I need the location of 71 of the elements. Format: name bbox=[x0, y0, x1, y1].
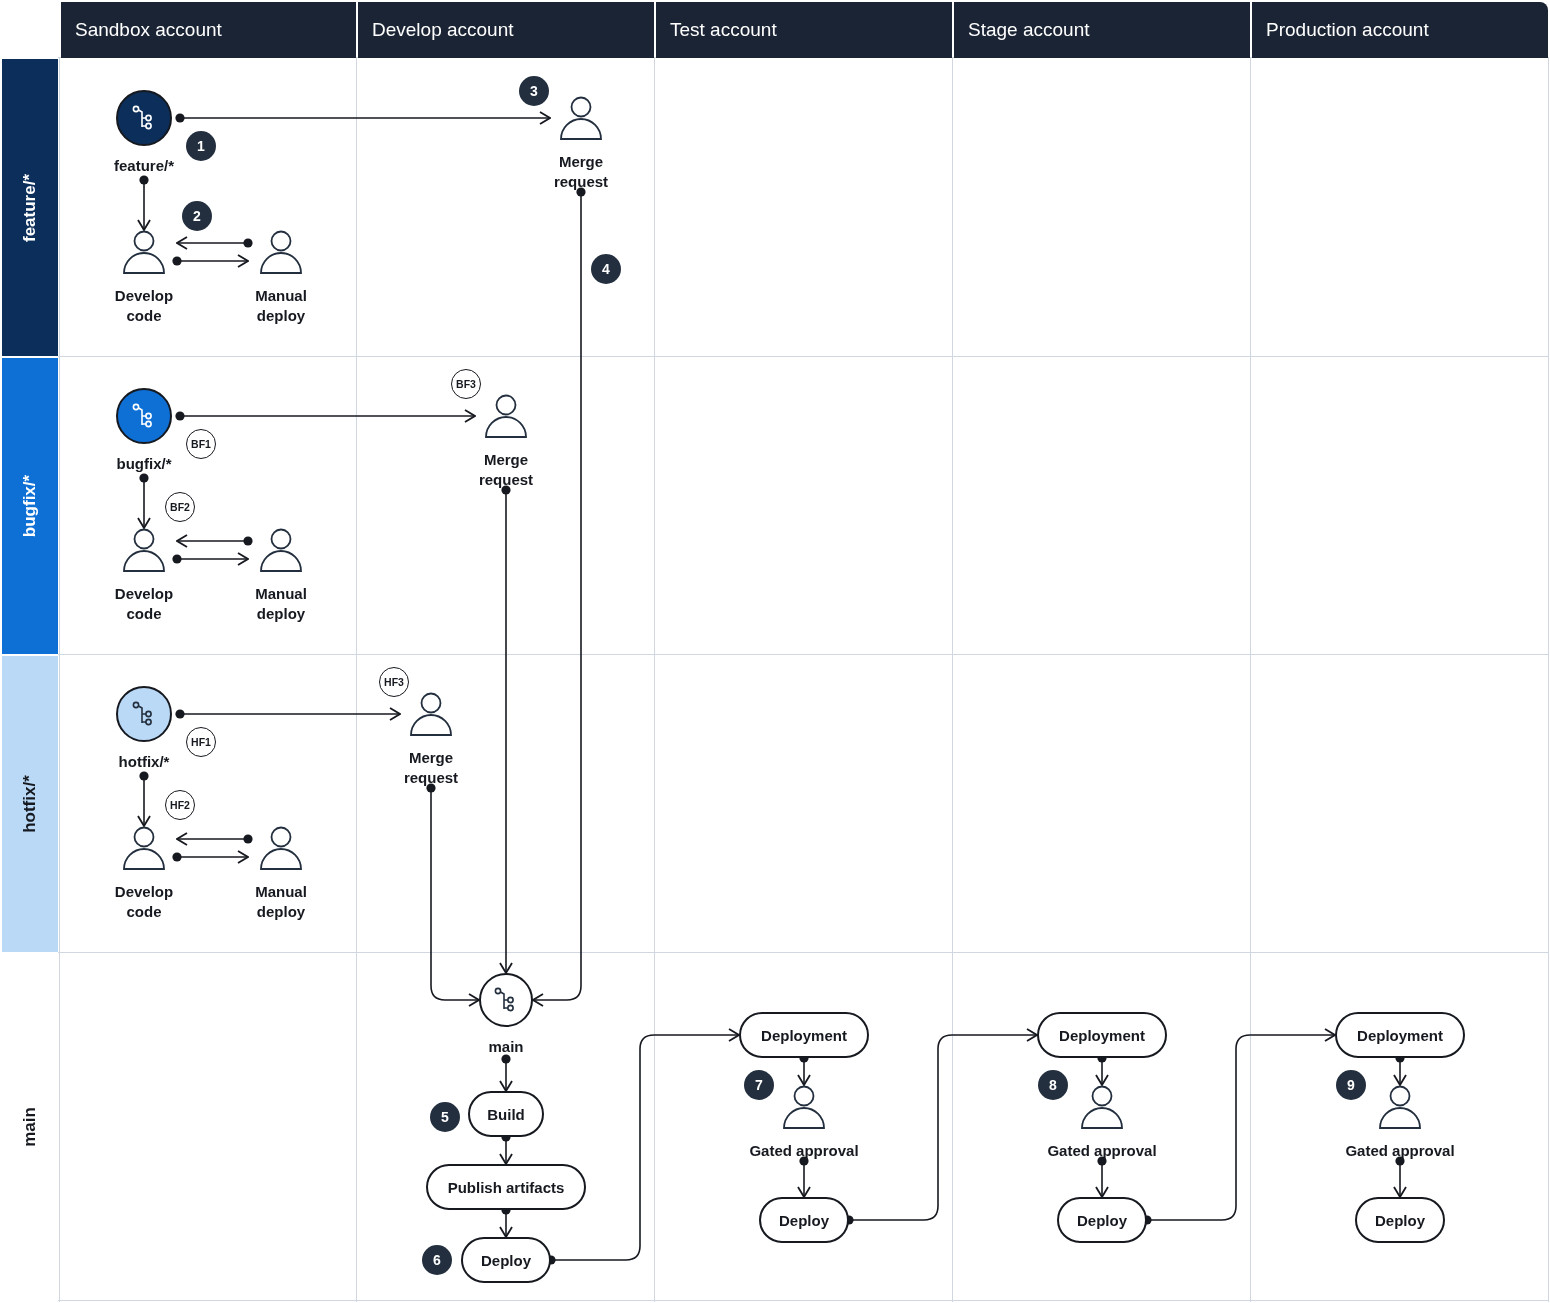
arrow bbox=[137, 473, 151, 529]
callout-number: 1 bbox=[186, 131, 216, 161]
branch-label: main bbox=[488, 1037, 524, 1057]
branch-label: hotfix/* bbox=[118, 752, 170, 772]
arrow bbox=[797, 1156, 811, 1198]
column-header: Sandbox account bbox=[61, 2, 356, 58]
arrow bbox=[137, 771, 151, 827]
lane-label: bugfix/* bbox=[20, 474, 40, 538]
arrow bbox=[172, 552, 249, 566]
person-label: Gated approval bbox=[1345, 1141, 1455, 1161]
person-label: Gated approval bbox=[749, 1141, 859, 1161]
lane-header bbox=[2, 59, 58, 356]
person-label: Manual deploy bbox=[254, 286, 308, 326]
arrow bbox=[176, 832, 253, 846]
column-header: Stage account bbox=[954, 2, 1250, 58]
person-label: Manual deploy bbox=[254, 882, 308, 922]
arrow bbox=[499, 485, 513, 974]
callout-number: 5 bbox=[430, 1102, 460, 1132]
process-pill: Deployment bbox=[1335, 1012, 1465, 1058]
callout-number: 2 bbox=[182, 201, 212, 231]
arrow bbox=[172, 254, 249, 268]
column-header: Production account bbox=[1252, 2, 1548, 58]
person-label: Gated approval bbox=[1047, 1141, 1157, 1161]
arrow bbox=[1095, 1156, 1109, 1198]
callout-number: BF3 bbox=[451, 369, 481, 399]
column-header: Test account bbox=[656, 2, 952, 58]
arrow bbox=[175, 409, 476, 423]
person-label: Merge request bbox=[402, 748, 460, 788]
callout-number: BF2 bbox=[165, 492, 195, 522]
arrow bbox=[137, 175, 151, 231]
process-pill: Build bbox=[468, 1091, 544, 1137]
person-label: Manual deploy bbox=[254, 584, 308, 624]
person-label: Develop code bbox=[113, 286, 175, 326]
arrow bbox=[175, 111, 551, 125]
process-pill: Deploy bbox=[1057, 1197, 1147, 1243]
person-label: Develop code bbox=[113, 882, 175, 922]
process-pill: Publish artifacts bbox=[426, 1164, 586, 1210]
branch-label: bugfix/* bbox=[116, 454, 172, 474]
person-label: Merge request bbox=[477, 450, 535, 490]
callout-number: 8 bbox=[1038, 1070, 1068, 1100]
process-pill: Deploy bbox=[1355, 1197, 1445, 1243]
arrow bbox=[1393, 1156, 1407, 1198]
lane-header bbox=[2, 656, 58, 952]
arrow bbox=[532, 187, 586, 1007]
lane-label: hotfix/* bbox=[20, 775, 40, 833]
callout-number: BF1 bbox=[186, 429, 216, 459]
process-pill: Deploy bbox=[759, 1197, 849, 1243]
callout-number: HF2 bbox=[165, 790, 195, 820]
person-label: Develop code bbox=[113, 584, 175, 624]
lane-label: feature/* bbox=[20, 173, 40, 242]
arrow bbox=[175, 707, 401, 721]
arrow bbox=[176, 534, 253, 548]
process-pill: Deploy bbox=[461, 1237, 551, 1283]
arrow bbox=[426, 783, 480, 1007]
callout-number: HF1 bbox=[186, 727, 216, 757]
person-label: Merge request bbox=[552, 152, 610, 192]
branch-label: feature/* bbox=[114, 156, 174, 176]
process-pill: Deployment bbox=[1037, 1012, 1167, 1058]
arrow bbox=[172, 850, 249, 864]
arrow bbox=[499, 1054, 513, 1092]
callout-number: 3 bbox=[519, 76, 549, 106]
process-pill: Deployment bbox=[739, 1012, 869, 1058]
callout-number: 6 bbox=[422, 1245, 452, 1275]
callout-number: 9 bbox=[1336, 1070, 1366, 1100]
callout-number: 4 bbox=[591, 254, 621, 284]
callout-number: HF3 bbox=[379, 667, 409, 697]
lane-label: main bbox=[20, 1107, 40, 1147]
callout-number: 7 bbox=[744, 1070, 774, 1100]
column-header: Develop account bbox=[358, 2, 654, 58]
lane-header bbox=[2, 358, 58, 654]
arrow bbox=[176, 236, 253, 250]
